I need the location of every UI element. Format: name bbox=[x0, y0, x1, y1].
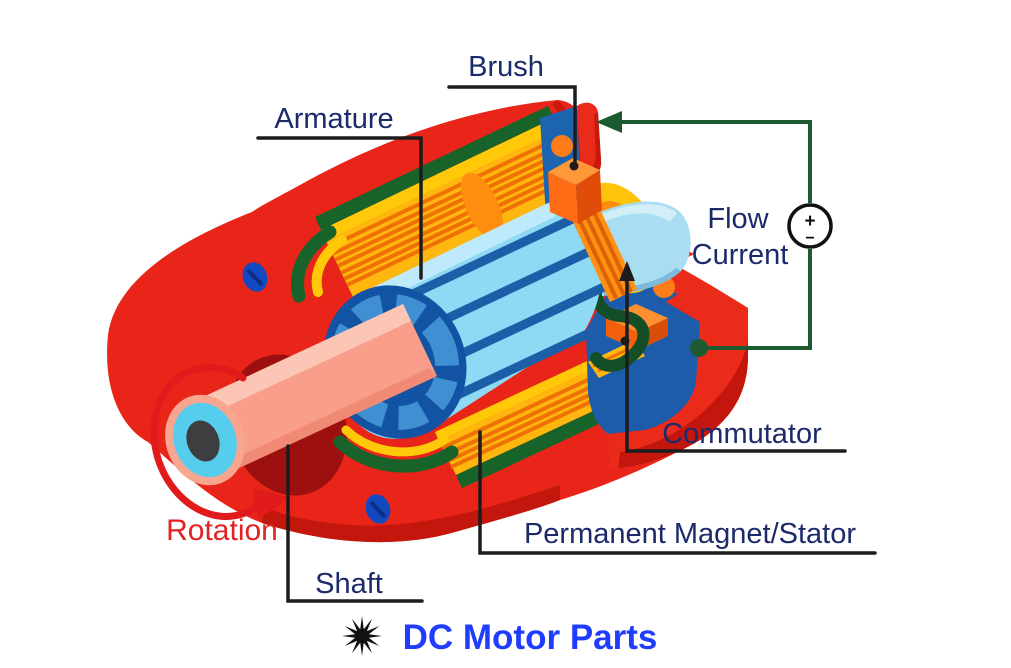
starburst-icon bbox=[342, 616, 382, 656]
label-commutator: Commutator bbox=[662, 418, 822, 450]
diagram-title: DC Motor Parts bbox=[342, 616, 657, 657]
motor-shaft bbox=[165, 304, 437, 486]
circuit-wire-bottom bbox=[706, 249, 812, 350]
label-armature: Armature bbox=[274, 103, 393, 135]
rotation-arrow-icon bbox=[150, 364, 290, 520]
circuit-terminal-dot bbox=[690, 339, 708, 357]
endcap-side-shade bbox=[618, 340, 748, 468]
label-current: Current bbox=[692, 239, 789, 271]
face-bottom-green-arc bbox=[333, 435, 459, 473]
motor-illustration bbox=[107, 100, 749, 543]
stator-leader-line bbox=[478, 430, 877, 555]
stator-green-band-top bbox=[315, 106, 554, 230]
armature-leader-line bbox=[256, 136, 423, 280]
bolt-lower bbox=[365, 494, 391, 524]
leader-lines bbox=[256, 85, 877, 603]
brush-leader-line bbox=[447, 85, 577, 166]
commutator-leader-dot bbox=[620, 336, 630, 346]
power-source-icon: + − bbox=[787, 203, 833, 249]
label-flow: Flow bbox=[707, 203, 769, 235]
winding-end-green-arc bbox=[291, 225, 337, 303]
current-arrow-icon bbox=[596, 111, 622, 133]
stator-yellow-band-top bbox=[321, 118, 560, 241]
winding-end-yellow-arc bbox=[311, 235, 347, 297]
source-minus: − bbox=[805, 230, 814, 247]
shaft-end-core bbox=[186, 420, 220, 462]
shaft-extension-highlight bbox=[602, 204, 677, 222]
circuit-wire-top bbox=[620, 120, 812, 203]
commutator-arrowhead bbox=[619, 261, 635, 281]
armature-highlight bbox=[357, 203, 556, 309]
housing-bottom-shade bbox=[262, 485, 560, 543]
winding-stripes-top bbox=[328, 134, 582, 287]
winding-end-cap bbox=[460, 172, 504, 240]
label-brush: Brush bbox=[468, 51, 544, 83]
brush-leader-dot bbox=[569, 161, 579, 171]
brush-holder-fin-shade bbox=[586, 112, 602, 176]
shaft-leader-line bbox=[286, 444, 424, 603]
label-rotation: Rotation bbox=[166, 514, 278, 547]
label-shaft: Shaft bbox=[315, 568, 383, 600]
brush-upper bbox=[548, 158, 602, 224]
source-plus: + bbox=[804, 211, 815, 232]
commutator-leader-line bbox=[625, 274, 847, 453]
bolt-upper-left bbox=[242, 262, 268, 292]
circuit: + − bbox=[596, 111, 833, 357]
face-bottom-yellow-arc bbox=[341, 425, 449, 457]
label-stator: Permanent Magnet/Stator bbox=[524, 518, 856, 550]
terminal-dot-upper bbox=[551, 135, 573, 157]
title-text: DC Motor Parts bbox=[403, 618, 658, 657]
